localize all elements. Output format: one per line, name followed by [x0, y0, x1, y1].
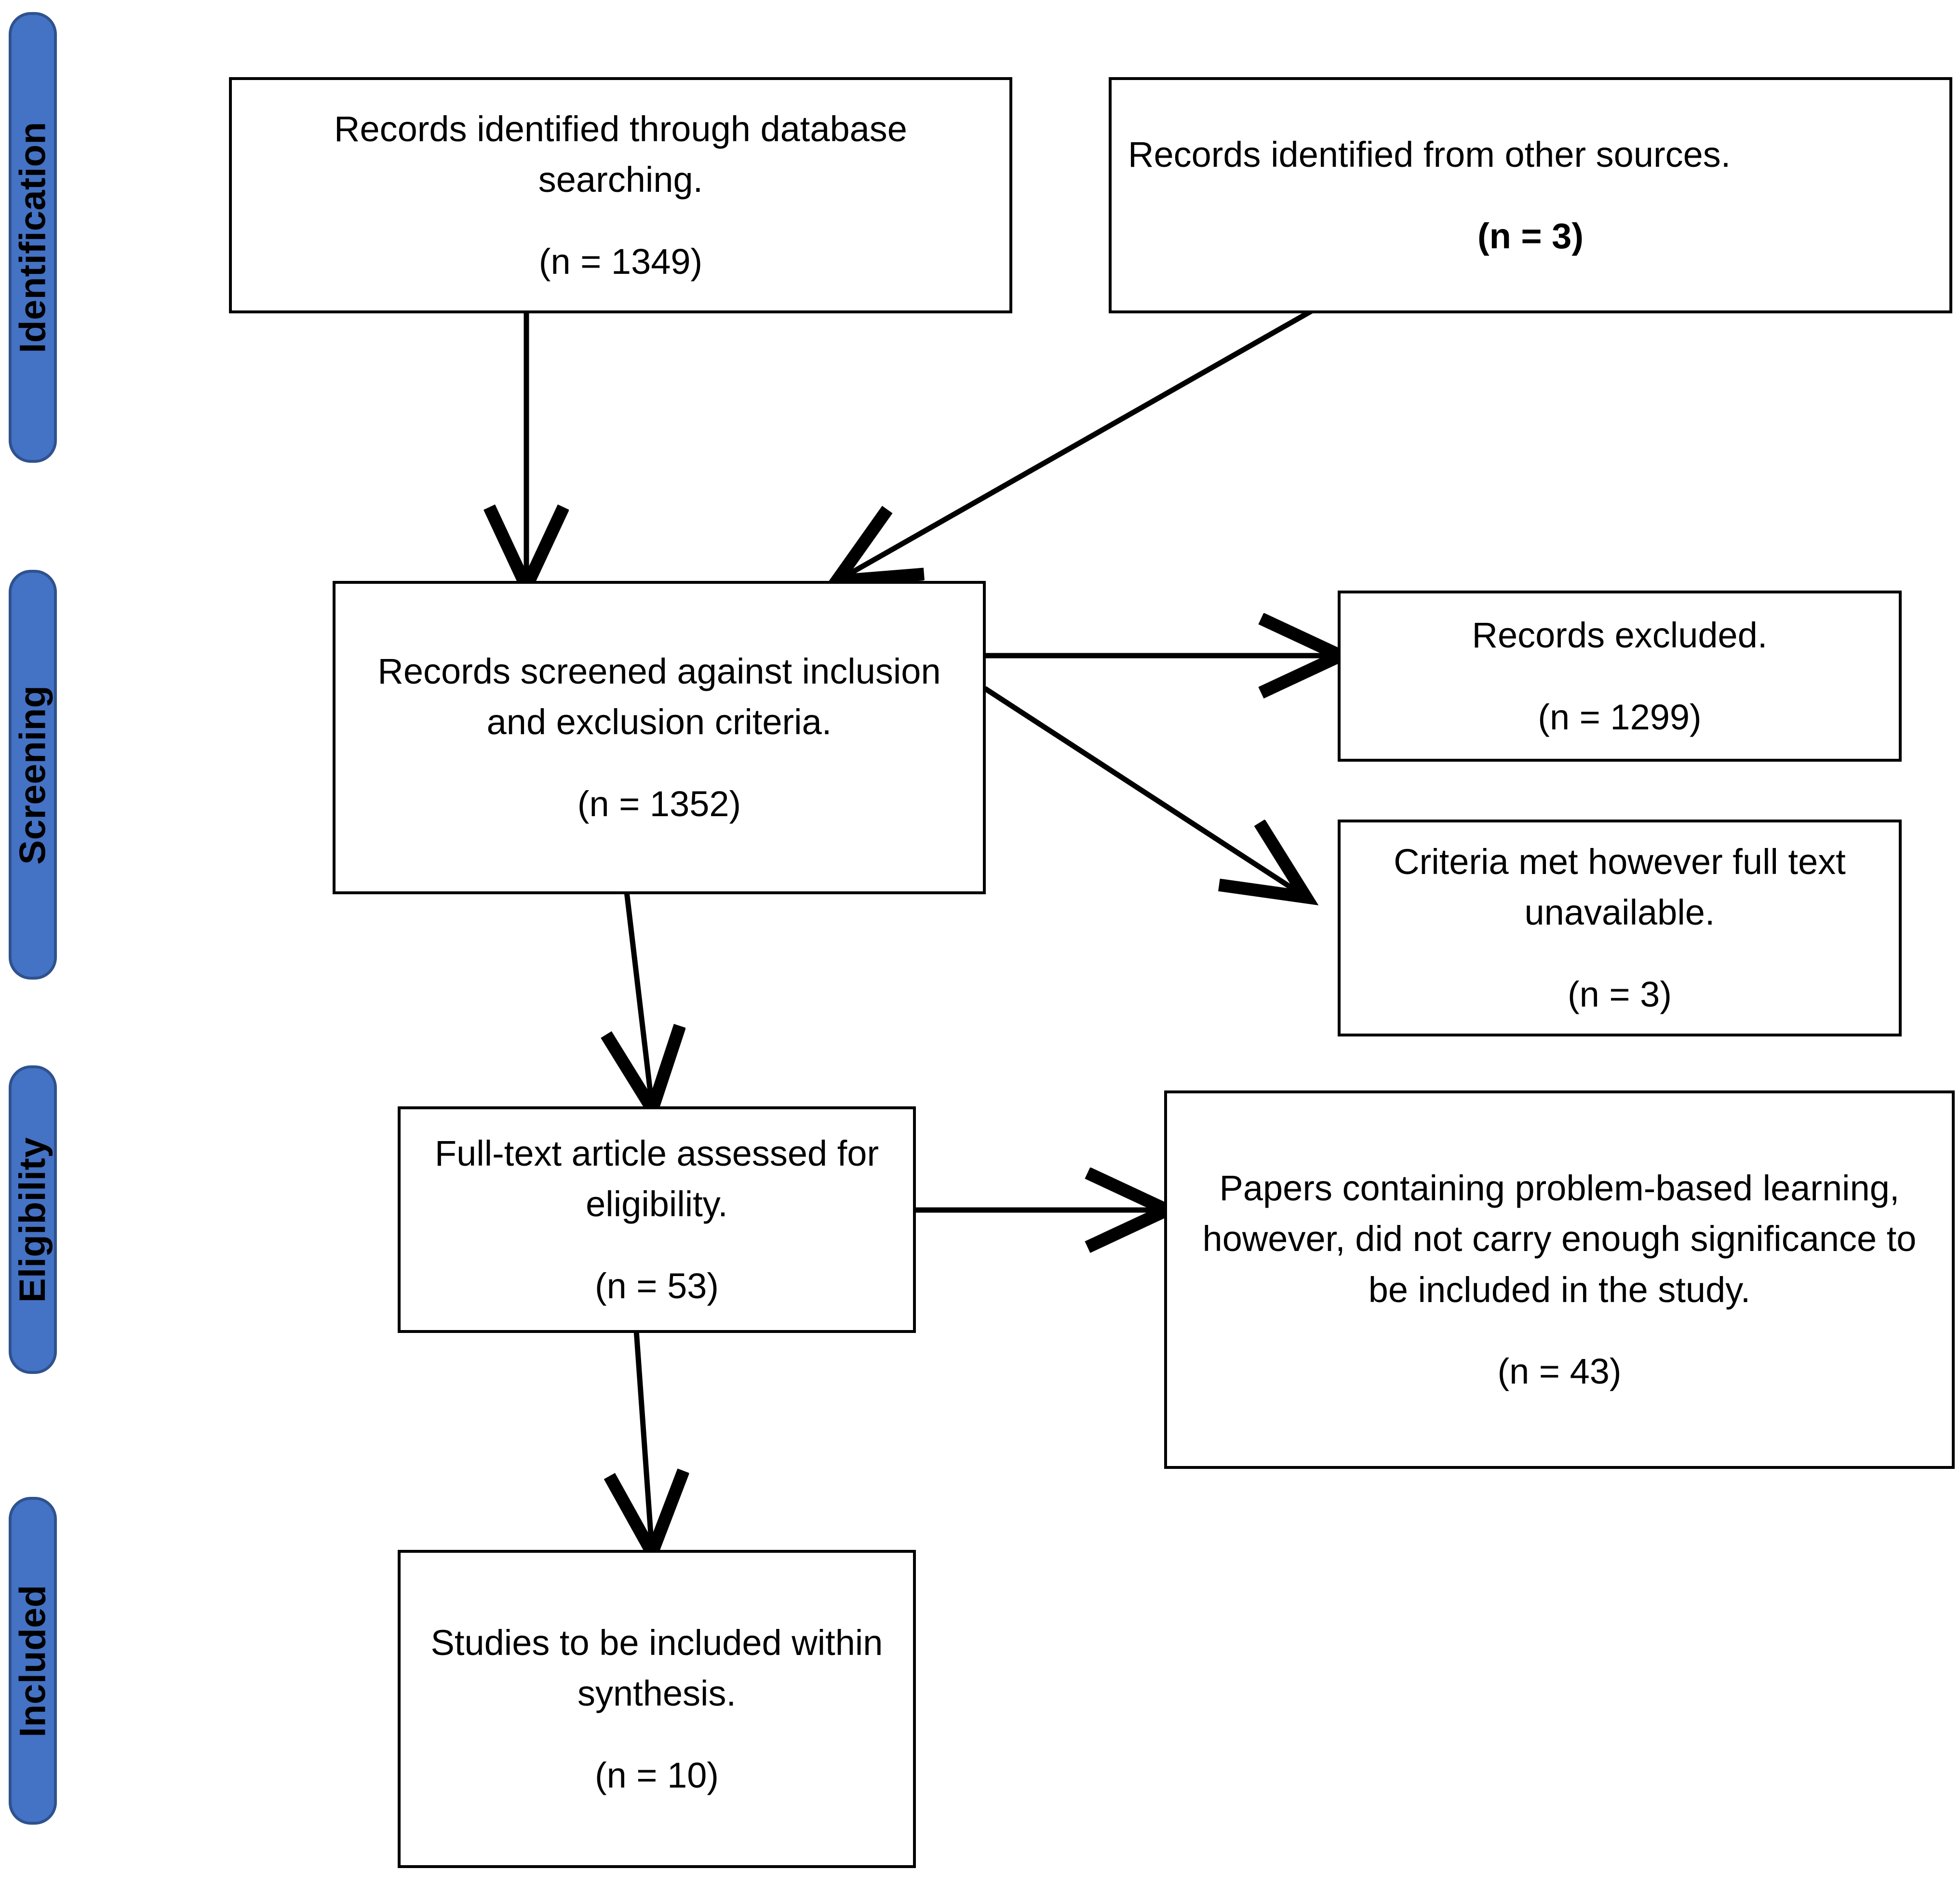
node-full-text-assessed: Full-text article assessed for eligibili…	[398, 1106, 916, 1333]
node-count: (n = 3)	[1568, 974, 1672, 1014]
stage-label-eligibility: Eligibility	[9, 1065, 57, 1374]
node-count: (n = 43)	[1497, 1351, 1622, 1391]
node-text: Records identified from other sources.	[1128, 134, 1731, 175]
node-criteria-met-no-full-text: Criteria met however full text unavailab…	[1338, 820, 1902, 1036]
stage-label-identification: Identification	[9, 12, 57, 463]
node-text: Records screened against inclusion and e…	[377, 651, 941, 742]
stage-label-screening: Screening	[9, 570, 57, 980]
edge-other-sources-to-screened	[841, 287, 1351, 578]
node-count: (n = 1349)	[538, 241, 703, 282]
node-text: Full-text article assessed for eligibili…	[434, 1133, 879, 1224]
node-text: Criteria met however full text unavailab…	[1394, 842, 1846, 933]
edge-screened-to-full-text-assessed	[627, 891, 652, 1104]
node-text: Studies to be included within synthesis.	[430, 1623, 883, 1714]
stage-label-included: Included	[9, 1497, 57, 1825]
edge-screened-to-no-full-text	[983, 686, 1302, 894]
node-pbl-insufficient-significance: Papers containing problem-based learning…	[1164, 1090, 1955, 1469]
node-records-identified-database: Records identified through database sear…	[229, 77, 1012, 313]
node-count: (n = 1299)	[1538, 697, 1702, 737]
node-text: Papers containing problem-based learning…	[1202, 1168, 1917, 1310]
node-text: Records identified through database sear…	[334, 109, 907, 200]
node-count: (n = 3)	[1477, 216, 1584, 256]
node-records-screened: Records screened against inclusion and e…	[333, 581, 986, 894]
node-records-excluded: Records excluded. (n = 1299)	[1338, 591, 1902, 762]
edge-full-text-to-included-synthesis	[636, 1330, 652, 1547]
node-count: (n = 1352)	[577, 783, 741, 824]
node-count: (n = 53)	[594, 1265, 719, 1306]
node-studies-included-synthesis: Studies to be included within synthesis.…	[398, 1550, 916, 1868]
node-records-identified-other-sources: Records identified from other sources. (…	[1109, 77, 1952, 313]
node-count: (n = 10)	[594, 1755, 719, 1795]
node-text: Records excluded.	[1472, 615, 1768, 656]
